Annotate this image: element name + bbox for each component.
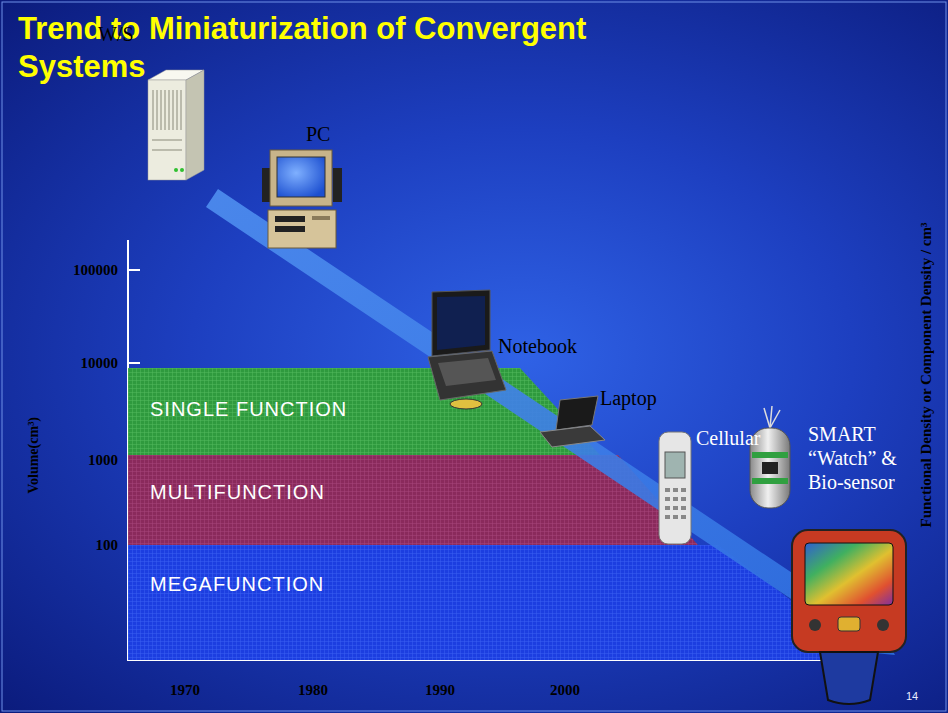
band-label: MEGAFUNCTION [150,573,324,596]
band-fill [128,545,870,660]
device-label: Notebook [498,334,577,358]
tick-label: 100000 [73,261,118,279]
pc-icon [262,150,342,248]
year-label: 1990 [425,681,455,699]
band-fill [128,368,600,455]
device-label: PC [306,122,330,146]
year-label: 1980 [298,681,328,699]
device-label: SMART “Watch” & Bio-sensor [808,422,918,494]
workstation-icon [148,70,204,180]
band-fill [128,455,698,545]
page-number: 14 [906,690,918,703]
band-label: SINGLE FUNCTION [150,398,347,421]
device-label: W/S [98,22,134,46]
slide-title: Trend to Miniaturization of Convergent S… [18,10,718,86]
band-shape [128,545,873,660]
tick-label: 1000 [88,451,118,469]
tick-label: 100 [96,536,119,554]
axis-title: Functional Density or Component Density … [917,222,935,527]
band-label: MULTIFUNCTION [150,481,325,504]
year-label: 2000 [550,681,580,699]
multifunction-band: MULTIFUNCTION [128,455,708,545]
single-function-band: SINGLE FUNCTION [128,368,608,455]
year-label: 1970 [170,681,200,699]
device-label: Cellular [696,426,760,450]
biosensor-icon [750,406,790,508]
axis-title: Volume(cm³) [26,417,43,494]
megafunction-band: MEGAFUNCTION [128,545,873,660]
device-label: Laptop [600,386,657,410]
tick-label: 10000 [81,354,119,372]
